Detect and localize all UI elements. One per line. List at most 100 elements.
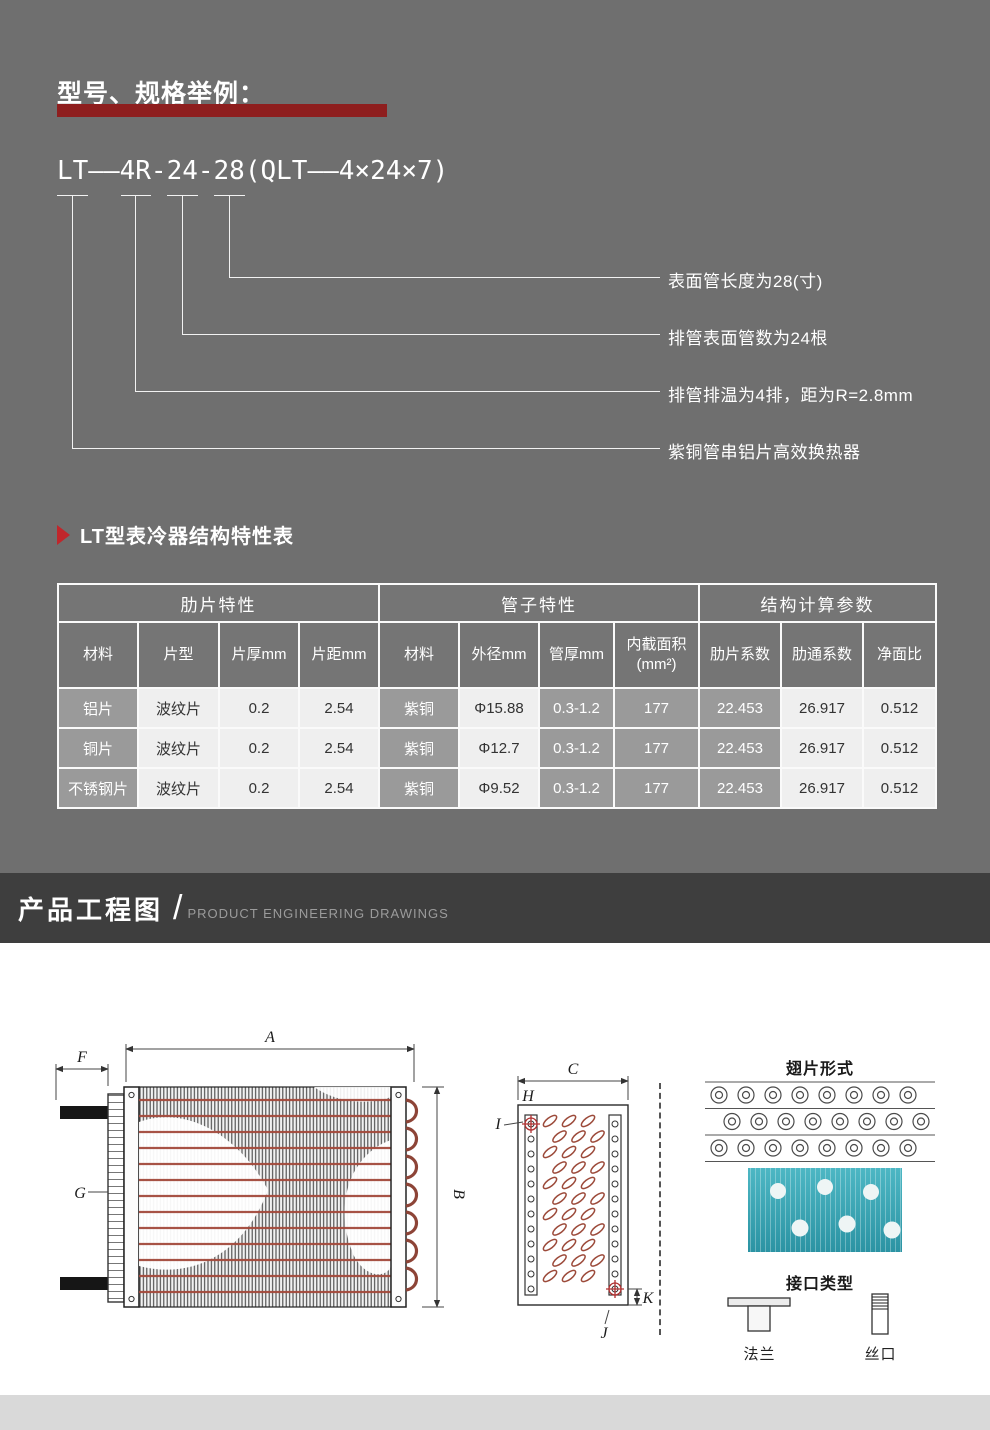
bolt-hole: [128, 1295, 135, 1303]
hairpin-bends: [405, 1098, 419, 1292]
tube-lines: [139, 1098, 391, 1294]
fin-form-title: 翅片形式: [785, 1061, 854, 1078]
inlet-pipe: [60, 1106, 108, 1119]
dim-i: I: [494, 1116, 524, 1133]
connector-24: [182, 196, 660, 335]
table-row: 不锈钢片 波纹片 0.2 2.54 紫铜 Φ9.52 0.3-1.2 177 2…: [57, 767, 938, 809]
table-cell: 紫铜: [378, 727, 460, 769]
group-header-fin: 肋片特性: [57, 583, 380, 623]
bolt-hole: [395, 1091, 402, 1099]
thread-drawing: [871, 1293, 889, 1335]
table-cell: 0.512: [861, 767, 938, 809]
dashed-separator: [659, 1083, 661, 1335]
fin-pattern-drawing: [705, 1081, 935, 1162]
fin-photo: [748, 1168, 902, 1252]
bolt-hole: [128, 1091, 135, 1099]
model-underline-4r: [121, 195, 151, 196]
group-header-tube: 管子特性: [378, 583, 700, 623]
table-cell: 紫铜: [378, 687, 460, 729]
table-cell: 波纹片: [137, 727, 220, 769]
model-underline-lt: [57, 195, 88, 196]
table-cell: 波纹片: [137, 767, 220, 809]
table-cell: 0.3-1.2: [538, 727, 615, 769]
table-cell: 波纹片: [137, 687, 220, 729]
fin-photo-holes: [770, 1179, 901, 1239]
table-group-row: 肋片特性 管子特性 结构计算参数: [57, 583, 938, 623]
dim-label-a: A: [264, 1029, 275, 1046]
table-cell: 2.54: [298, 727, 380, 769]
thread-hatch: [872, 1296, 888, 1310]
dim-label-j: J: [600, 1325, 608, 1342]
band-slash-divider: /: [173, 889, 183, 927]
col-header-wall-thickness: 管厚mm: [538, 621, 615, 689]
page-title: 型号、规格举例：: [57, 80, 266, 108]
dim-label-i: I: [494, 1116, 501, 1133]
dim-f: F: [55, 1049, 109, 1100]
table-cell: 177: [613, 687, 700, 729]
connector-4r: [135, 196, 660, 392]
dim-label-h: H: [521, 1088, 535, 1105]
model-underline-28: [214, 195, 245, 196]
table-cell: 铜片: [57, 727, 139, 769]
table-cell: 0.2: [218, 687, 300, 729]
dim-j: J: [600, 1309, 610, 1342]
col-header-fin-coeff: 肋片系数: [698, 621, 782, 689]
dim-label-f: F: [76, 1049, 87, 1066]
footer-strip: [0, 1395, 990, 1430]
characteristics-table-title: LT型表冷器结构特性表: [80, 526, 294, 548]
bolt-hole: [395, 1295, 402, 1303]
end-plate-right: [390, 1086, 407, 1308]
band-subtitle: PRODUCT ENGINEERING DRAWINGS: [187, 905, 449, 921]
datum-mark-bottom: [606, 1280, 624, 1298]
dim-label-g: G: [74, 1185, 86, 1202]
table-cell: 0.512: [861, 727, 938, 769]
table-cell: 铝片: [57, 687, 139, 729]
model-underline-24: [167, 195, 198, 196]
engineering-band: 产品工程图 / PRODUCT ENGINEERING DRAWINGS: [0, 873, 990, 943]
flange-label: 法兰: [743, 1346, 776, 1363]
col-header-material: 材料: [57, 621, 139, 689]
col-header-net-ratio: 净面比: [861, 621, 938, 689]
table-cell: Φ15.88: [458, 687, 540, 729]
side-view-drawing: C H: [494, 1061, 654, 1342]
table-cell: 26.917: [780, 727, 864, 769]
table-cell: 0.3-1.2: [538, 767, 615, 809]
table-cell: 26.917: [780, 687, 864, 729]
col-header-outer-dia: 外径mm: [458, 621, 540, 689]
dim-label-c: C: [568, 1061, 579, 1078]
dim-g: G: [74, 1185, 108, 1202]
outlet-pipe: [60, 1277, 108, 1290]
table-row: 铜片 波纹片 0.2 2.54 紫铜 Φ12.7 0.3-1.2 177 22.…: [57, 727, 938, 769]
interface-type-title: 接口类型: [785, 1276, 854, 1293]
title-accent-bar: [57, 104, 387, 117]
col-header-pass-coeff: 肋通系数: [780, 621, 864, 689]
table-cell: Φ12.7: [458, 727, 540, 769]
table-cell: 不锈钢片: [57, 767, 139, 809]
table-cell: 177: [613, 727, 700, 769]
table-cell: 0.2: [218, 727, 300, 769]
header-pipe: [107, 1093, 125, 1303]
fin-collar-rings: [710, 1086, 930, 1157]
table-cell: 紫铜: [378, 767, 460, 809]
band-title: 产品工程图: [18, 894, 164, 925]
col-header-fin-type: 片型: [137, 621, 220, 689]
col-header-fin-thickness: 片厚mm: [218, 621, 300, 689]
col-header-inner-area: 内截面积(mm²): [613, 621, 700, 689]
model-code-text: LT——4R-24-28(QLT——4×24×7): [57, 156, 449, 186]
annotation-tube-count: 排管表面管数为24根: [668, 329, 828, 348]
annotation-row-spec: 排管排温为4排，距为R=2.8mm: [668, 386, 914, 405]
connector-28: [229, 196, 660, 278]
table-cell: 22.453: [698, 727, 782, 769]
dim-b: B: [422, 1086, 467, 1308]
table-cell: Φ9.52: [458, 767, 540, 809]
spec-table: 肋片特性 管子特性 结构计算参数 材料 片型 片厚mm 片距mm 材料 外径mm…: [57, 583, 938, 809]
table-cell: 177: [613, 767, 700, 809]
connector-lt: [72, 196, 660, 449]
table-cell: 22.453: [698, 687, 782, 729]
col-header-fin-pitch: 片距mm: [298, 621, 380, 689]
end-plate-left: [123, 1086, 140, 1308]
red-triangle-icon: [57, 524, 70, 545]
datum-mark-top: [522, 1115, 540, 1133]
dim-label-b: B: [450, 1189, 467, 1199]
